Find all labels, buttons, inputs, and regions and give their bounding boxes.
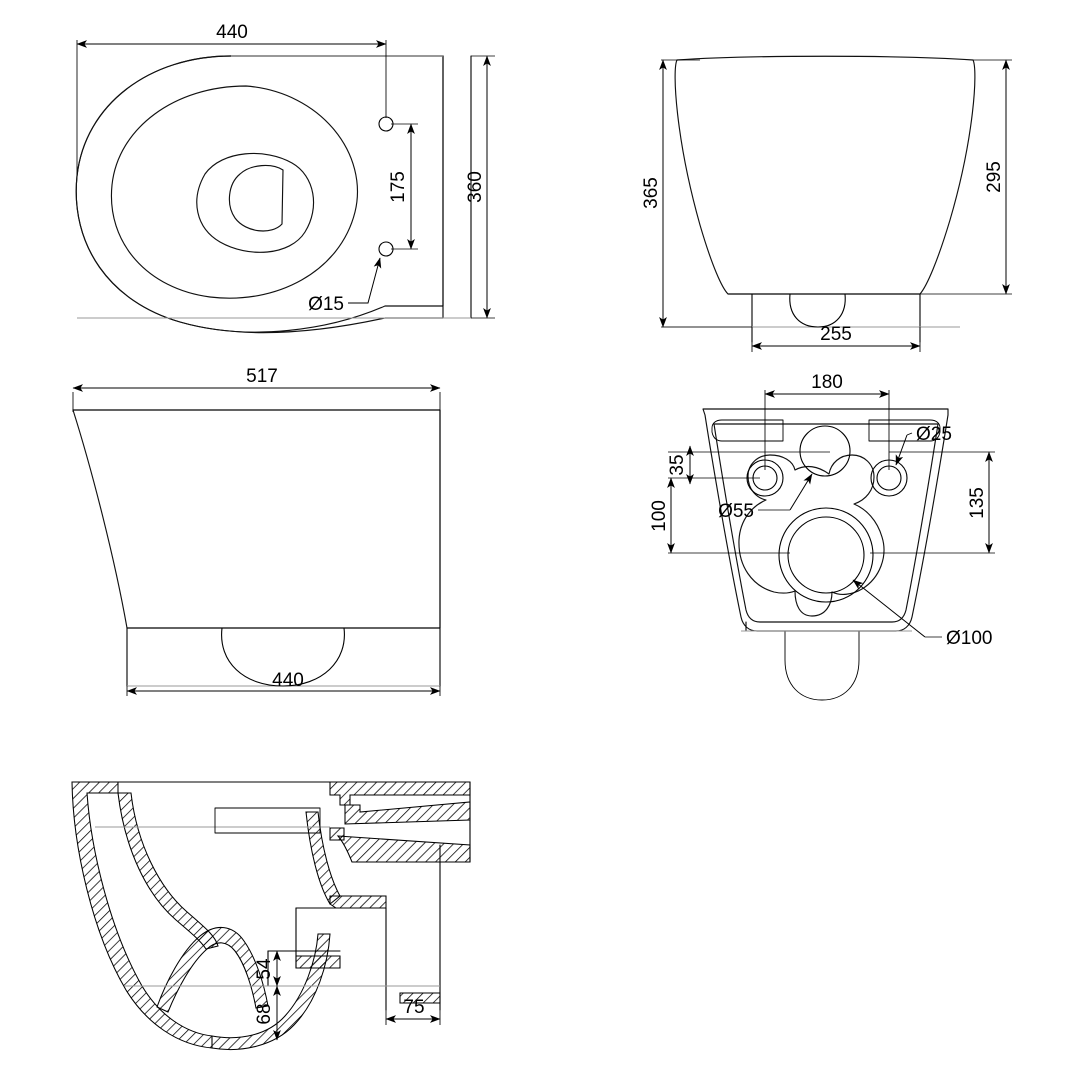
section-trap-wall (156, 927, 269, 1013)
leader-d25 (895, 434, 908, 466)
mount-plate-inner (713, 423, 939, 623)
dim-label-180: 180 (811, 372, 843, 393)
leader-d55 (789, 473, 813, 511)
leader-d25-tail (906, 432, 913, 436)
view-side-elevation: 517 440 (72, 366, 441, 696)
mount-slot-right (868, 419, 941, 442)
view-cross-section: 54 68 75 (71, 781, 471, 1051)
section-basin-wall (211, 933, 331, 1051)
callout-label-d100: Ø100 (946, 628, 992, 649)
dim-label-75: 75 (403, 997, 424, 1018)
view-front-elevation: 365 295 255 (641, 55, 1012, 352)
callout-label-d25: Ø25 (916, 424, 952, 445)
front-waste-boss (789, 293, 846, 328)
mount-slot-left (711, 419, 784, 442)
water-inlet-circle (799, 425, 851, 477)
dim-label-440-side: 440 (272, 670, 304, 691)
dim-label-295: 295 (984, 161, 1005, 193)
section-lower-step (295, 955, 341, 969)
dim-label-440-top: 440 (216, 22, 248, 43)
section-rim-insert (214, 807, 321, 834)
view-rear-mounting-plate: 180 35 100 135 Ø25 Ø55 Ø100 (649, 372, 995, 701)
rear-waste-boss (784, 630, 860, 701)
dim-label-255: 255 (820, 324, 852, 345)
dim-label-360: 360 (465, 171, 486, 203)
section-flush-rim (344, 801, 471, 825)
bowl-front-outline (674, 55, 976, 295)
rim-opening-inner (228, 164, 284, 232)
rim-opening-outer (196, 152, 315, 253)
dim-label-68: 68 (254, 1003, 275, 1024)
side-waste-boss (221, 627, 345, 687)
waste-outlet-inner (787, 516, 865, 594)
dim-label-35: 35 (667, 454, 688, 475)
leader-d15 (348, 257, 382, 304)
section-bowl-right-wall (305, 811, 341, 905)
side-body-outline (72, 409, 441, 629)
dim-label-100: 100 (649, 500, 670, 532)
callout-label-d55: Ø55 (718, 501, 754, 522)
callout-label-d15: Ø15 (308, 294, 344, 315)
waste-outlet-outer (778, 507, 874, 603)
seat-inner-contour (110, 85, 358, 299)
section-outlet-cone (336, 835, 471, 863)
section-flush-channel-top (329, 781, 471, 806)
mount-casting-body (738, 454, 885, 617)
leader-d100 (852, 579, 926, 638)
fixing-hole-lower (378, 241, 394, 257)
view-top-plan: 440 360 175 Ø15 (75, 22, 495, 334)
dim-label-135: 135 (967, 487, 988, 519)
dim-label-365: 365 (641, 177, 662, 209)
dim-label-175: 175 (388, 171, 409, 203)
fixing-hole-upper (378, 116, 394, 132)
seat-outer-curve (75, 55, 444, 334)
section-outlet-step (329, 895, 387, 909)
dim-label-54: 54 (254, 958, 275, 980)
section-inner-bowl-wall (117, 792, 219, 950)
dim-label-517: 517 (246, 366, 278, 387)
